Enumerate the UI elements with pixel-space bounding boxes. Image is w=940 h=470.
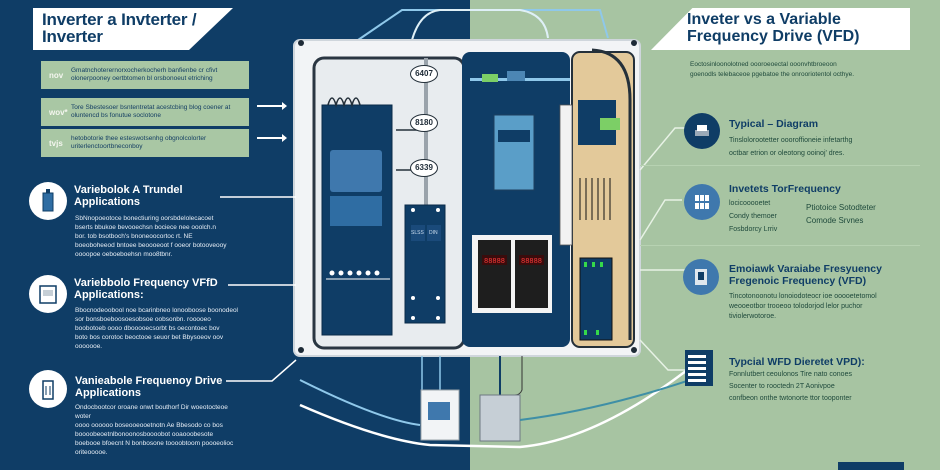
corner-screw	[631, 40, 637, 46]
vfd-module-icon	[683, 259, 719, 295]
display-readout-2: 88888	[521, 258, 542, 266]
contactor-green	[579, 257, 613, 341]
display-unit-2	[515, 240, 548, 308]
vfd-panel-icon	[29, 275, 67, 313]
grid-module-icon	[684, 184, 720, 220]
wire-top-2	[411, 9, 549, 41]
section-body: Tinslolorootetter oooroffioneie infetart…	[729, 137, 853, 157]
left-title-line2: Inverter	[42, 27, 103, 46]
breaker-label-2: 8180	[410, 114, 438, 132]
corner-screw	[631, 347, 637, 353]
section-divider	[640, 165, 920, 166]
contactor-label-2: DIN	[429, 230, 438, 236]
right-intro: Eoctosinloonolotned oooroeoectal ooonvht…	[690, 61, 855, 78]
arrow-right-icon	[257, 134, 287, 142]
corner-screw	[298, 40, 304, 46]
breaker-label-3: 6339	[410, 159, 438, 177]
app-title: Variebbolo Frequency VFfD Applications:	[74, 277, 218, 301]
tag-row: wov* Tore Sbestesoer bsntentretat acestc…	[41, 98, 249, 126]
contactor-label-1: SLSS	[411, 230, 424, 236]
section-title: Typcial WFD Dieretet VPD):	[729, 356, 865, 368]
footer-logo-mark	[838, 462, 904, 470]
vfd-unit-right	[493, 114, 535, 191]
document-list-icon	[685, 350, 717, 386]
section-title: Typical – Diagram	[729, 118, 819, 130]
tag-row: nov Gmatnchoterernorxocherkocherh banfie…	[41, 61, 249, 89]
breaker-label-1: 6407	[410, 65, 438, 83]
app-body: SbNnopoeotoce bonectiuring oorsbdeloleca…	[75, 215, 227, 258]
tag-row: tvjs hetobotorie thee esteswotsenhg obgn…	[41, 129, 249, 157]
output-device	[479, 394, 521, 442]
display-unit-1	[478, 240, 511, 308]
corner-screw	[298, 347, 304, 353]
tag-text: Tore Sbestesoer bsntentretat acestcbing …	[71, 104, 231, 119]
tag-text: hetobotorie thee esteswotsenhg obgnolcol…	[71, 135, 207, 150]
vfd-display	[330, 150, 382, 192]
bottom-loop-wire	[299, 359, 701, 449]
tag-code: wov*	[49, 107, 68, 117]
chip-stack-icon	[684, 113, 720, 149]
drive-unit-icon	[29, 370, 67, 408]
app-title: Vanieabole Frequenoy Drive Applications	[75, 375, 223, 399]
right-title-line1: Inveter vs a Variable	[687, 11, 841, 28]
right-title-banner: Inveter vs a Variable Frequency Drive (V…	[651, 8, 910, 50]
left-title-line1: Inverter a Invterter /	[42, 10, 197, 29]
terminal-strip	[559, 104, 573, 246]
arrow-right-icon	[257, 102, 287, 110]
wire-top-1	[357, 9, 609, 41]
right-title-line2: Frequency Drive (VFD)	[687, 28, 860, 45]
tag-text: Gmatnchoterernorxocherkocherh banfienbe …	[71, 67, 218, 82]
section-title: Invetets TorFrequency	[729, 183, 841, 195]
section-divider	[640, 245, 920, 246]
app-body: Bbocnodeoobool noe bcarinbneo lonooboose…	[75, 307, 239, 350]
app-body: Ondocbootcor oroane onwt bouthorf Dir wo…	[75, 404, 234, 456]
left-title-banner: Inverter a Invterter / Inverter	[33, 8, 233, 50]
terminal-coils	[327, 97, 361, 108]
app-title: Variebolok A Trundel Applications	[74, 184, 183, 208]
display-readout-1: 88888	[484, 258, 505, 266]
inverter-device-icon	[29, 182, 67, 220]
contactor-block	[404, 204, 446, 324]
section-body: Tincotonoonotu lonoiodoteocr ioe ooooete…	[729, 293, 877, 320]
tag-code: tvjs	[49, 138, 63, 148]
tag-code: nov	[49, 70, 64, 80]
